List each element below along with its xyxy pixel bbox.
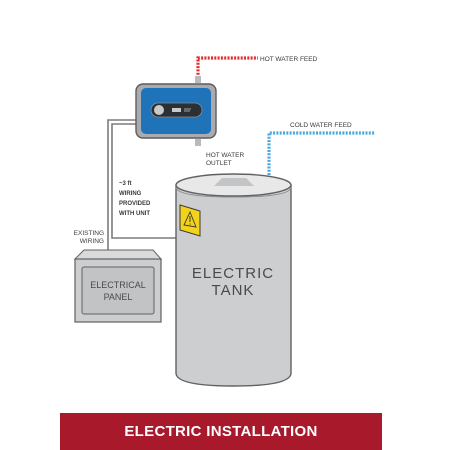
tank-label-line1: ELECTRIC: [192, 265, 274, 282]
existing-wiring-label-line1: EXISTING: [74, 230, 104, 237]
electric-heater-unit: [135, 83, 217, 139]
existing-wiring: [107, 119, 137, 256]
cold-water-feed-label: COLD WATER FEED: [290, 122, 352, 129]
hot-water-feed-pipe: [195, 56, 258, 83]
high-voltage-warning-icon: [179, 204, 201, 237]
existing-wiring-label-line2: WIRING: [80, 238, 104, 245]
hot-water-outlet-label-line1: HOT WATER: [206, 152, 244, 159]
provided-wiring: [111, 123, 184, 239]
wiring-label-line1: ~3 ft: [119, 181, 132, 187]
wiring-label-line2: WIRING: [119, 191, 142, 197]
electrical-panel: [73, 249, 163, 323]
panel-label-line1: ELECTRICAL: [90, 280, 146, 290]
panel-label-line2: PANEL: [104, 292, 133, 302]
wiring-label-line3: PROVIDED: [119, 201, 151, 207]
heater-knob-icon: [154, 105, 164, 115]
hot-water-feed-label: HOT WATER FEED: [260, 56, 318, 63]
wiring-label-line4: WITH UNIT: [119, 211, 150, 217]
installation-banner: ELECTRIC INSTALLATION: [60, 413, 382, 450]
electric-tank: [175, 173, 292, 387]
hot-water-outlet-label-line2: OUTLET: [206, 160, 232, 167]
cold-water-feed-pipe: [267, 131, 375, 185]
banner-title: ELECTRIC INSTALLATION: [124, 423, 318, 440]
tank-label-line2: TANK: [212, 282, 255, 299]
